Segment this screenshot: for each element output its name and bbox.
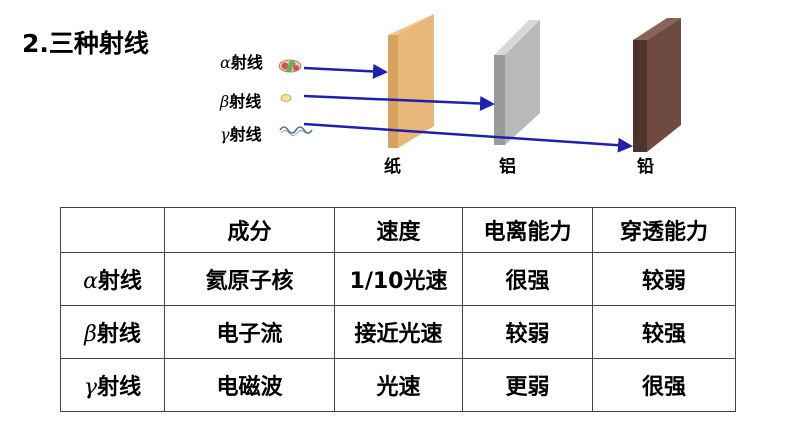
plate-label-aluminum: 铝 bbox=[499, 157, 516, 177]
table-cell: 氦原子核 bbox=[164, 252, 335, 306]
beta-particle-icon bbox=[280, 94, 292, 102]
gamma-wave-icon bbox=[279, 126, 313, 136]
table-cell: 较弱 bbox=[462, 305, 593, 359]
table-cell: 电磁波 bbox=[164, 358, 335, 412]
table-row-label: γ射线 bbox=[60, 358, 165, 412]
alpha-particle-icon bbox=[278, 59, 302, 73]
ray-label-alpha: α射线 bbox=[220, 53, 263, 72]
table-header-cell: 电离能力 bbox=[462, 207, 593, 253]
table-header-cell: 成分 bbox=[164, 207, 335, 253]
page-title: 2.三种射线 bbox=[22, 29, 149, 58]
plate-label-paper: 纸 bbox=[384, 157, 401, 177]
table-cell: 光速 bbox=[334, 358, 463, 412]
table-cell: 接近光速 bbox=[334, 305, 463, 359]
table-cell: 较强 bbox=[592, 305, 736, 359]
radiation-penetration-diagram bbox=[278, 14, 681, 153]
ray-label-beta: β射线 bbox=[220, 92, 262, 111]
table-row-label: α射线 bbox=[60, 252, 165, 306]
table-header-cell: 穿透能力 bbox=[592, 207, 736, 253]
table-cell: 电子流 bbox=[164, 305, 335, 359]
table-cell: 较弱 bbox=[592, 252, 736, 306]
lead-plate bbox=[633, 18, 681, 152]
gamma-ray-arrow bbox=[303, 122, 633, 153]
paper-plate bbox=[388, 14, 434, 148]
ray-label-gamma: γ射线 bbox=[220, 125, 262, 144]
table-row-label: β射线 bbox=[60, 305, 165, 359]
radiation-properties-table: 成分 速度 电离能力 穿透能力 α射线 氦原子核 1/10光速 很强 较弱 β射… bbox=[60, 207, 736, 412]
aluminum-plate bbox=[494, 20, 540, 145]
table-header-cell: 速度 bbox=[334, 207, 463, 253]
table-cell: 很强 bbox=[592, 358, 736, 412]
table-row: β射线 电子流 接近光速 较弱 较强 bbox=[60, 305, 736, 359]
table-cell: 很强 bbox=[462, 252, 593, 306]
alpha-ray-arrow bbox=[303, 63, 388, 79]
table-header-cell bbox=[60, 207, 165, 253]
beta-ray-arrow bbox=[303, 94, 495, 111]
table-header-row: 成分 速度 电离能力 穿透能力 bbox=[60, 207, 736, 253]
table-row: α射线 氦原子核 1/10光速 很强 较弱 bbox=[60, 252, 736, 306]
table-cell: 1/10光速 bbox=[334, 252, 463, 306]
table-row: γ射线 电磁波 光速 更弱 很强 bbox=[60, 358, 736, 412]
table-cell: 更弱 bbox=[462, 358, 593, 412]
plate-label-lead: 铅 bbox=[637, 157, 654, 177]
